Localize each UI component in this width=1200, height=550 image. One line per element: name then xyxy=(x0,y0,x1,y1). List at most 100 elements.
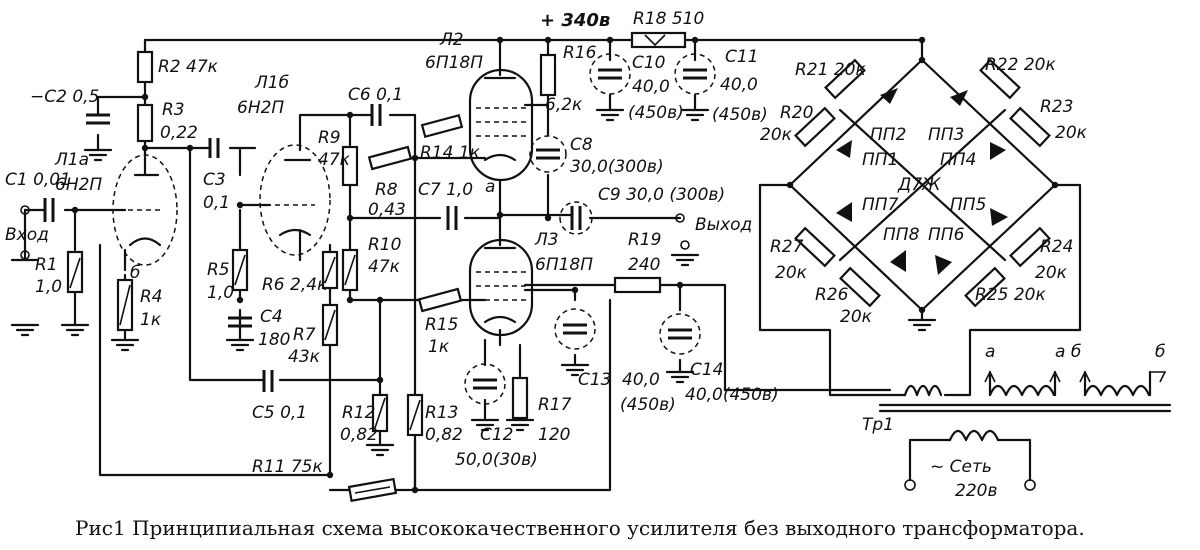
r16-resistor xyxy=(539,53,557,97)
winding-b: б xyxy=(1155,342,1165,362)
r16-value: 6,2к xyxy=(545,95,583,115)
r3-label: R3 xyxy=(162,100,185,120)
r2-label: R2 47к xyxy=(158,57,219,77)
r18-label: R18 510 xyxy=(633,9,704,29)
r17-value: 120 xyxy=(538,425,570,445)
r5-value: 1,0 xyxy=(207,283,234,303)
figure-caption: Рис1 Принципиальная схема высококачестве… xyxy=(75,516,1085,540)
supply-label: + 340в xyxy=(540,10,610,31)
r4-value: 1к xyxy=(140,310,162,330)
c14-label: C14 xyxy=(690,360,724,380)
r6-label: R6 2,4к xyxy=(262,275,328,295)
c14-full: 40,0(450в) xyxy=(685,385,779,405)
r19-resistor xyxy=(613,276,662,294)
r9-value: 47к xyxy=(318,150,351,170)
winding-a: а xyxy=(985,342,995,362)
r8-value: 0,43 xyxy=(368,200,406,220)
r13-value: 0,82 xyxy=(425,425,463,445)
r5-label: R5 xyxy=(207,260,230,280)
tube-l1a xyxy=(112,154,178,266)
r18-resistor xyxy=(630,31,687,49)
r11-label: R11 75к xyxy=(252,457,323,477)
output-label: Выход xyxy=(695,215,752,235)
l2-name: Л2 xyxy=(439,30,464,50)
mains-label: ~ Сеть xyxy=(930,457,992,477)
r7-value: 43к xyxy=(288,347,321,367)
c7-label: C7 1,0 xyxy=(418,180,473,200)
r2-resistor xyxy=(136,50,154,84)
pp6-label: ПП6 xyxy=(928,225,965,245)
c14-value: 40,0 xyxy=(622,370,660,390)
capacitors xyxy=(43,53,716,405)
bridge-rectifier xyxy=(788,58,1057,312)
r26-value: 20к xyxy=(840,307,873,327)
r19-value: 240 xyxy=(628,255,660,275)
r3-value: 0,22 xyxy=(160,123,198,143)
r9-label: R9 xyxy=(318,128,341,148)
c3-label: C3 xyxy=(203,170,226,190)
c4-value: 180 xyxy=(258,330,290,350)
r24-value: 20к xyxy=(1035,263,1068,283)
r13-label: R13 xyxy=(425,403,458,423)
r19-label: R19 xyxy=(628,230,661,250)
pin-a-l2: а xyxy=(485,177,495,197)
pp8-label: ПП8 xyxy=(883,225,920,245)
pp3-label: ПП3 xyxy=(928,125,964,145)
r12-label: R12 xyxy=(342,403,375,423)
r9-resistor xyxy=(341,145,359,187)
junction-dots xyxy=(71,36,1059,494)
tube-l2 xyxy=(468,68,534,182)
l1a-type: 6Н2П xyxy=(55,175,102,195)
c1-label: C1 0,01 xyxy=(5,170,71,190)
input-label: Вход xyxy=(5,225,49,245)
c8-label: C8 xyxy=(570,135,593,155)
c4-label: C4 xyxy=(260,307,283,327)
l1b-type: 6Н2П xyxy=(237,98,284,118)
r12-value: 0,82 xyxy=(340,425,378,445)
c12-value: 50,0(30в) xyxy=(455,450,538,470)
r8-label: R8 xyxy=(375,180,398,200)
r4-label: R4 xyxy=(140,287,163,307)
r3-resistor xyxy=(136,103,154,143)
pp7-label: ПП7 xyxy=(862,195,899,215)
c2-label: −C2 0,5 xyxy=(30,87,99,107)
l1a-name: Л1а xyxy=(54,150,89,170)
c5-label: C5 0,1 xyxy=(252,403,307,423)
tube-l1b xyxy=(259,144,331,256)
r16-label: R16 xyxy=(563,43,597,63)
l2-type: 6П18П xyxy=(425,53,483,73)
l3-type: 6П18П xyxy=(535,255,593,275)
tr1-label: Тр1 xyxy=(862,415,894,435)
r8-resistor xyxy=(367,145,413,171)
tube-l3 xyxy=(468,238,534,337)
r15-label: R15 xyxy=(425,315,458,335)
c6-label: C6 0,1 xyxy=(348,85,403,105)
l1b-name: Л1б xyxy=(254,73,289,93)
r26-label: R26 xyxy=(815,285,849,305)
r14-resistor xyxy=(420,113,464,139)
r14-label: R14 1к xyxy=(420,143,481,163)
r20-value: 20к xyxy=(760,125,793,145)
c9-label: C9 30,0 (300в) xyxy=(598,185,725,205)
r27-value: 20к xyxy=(775,263,808,283)
pp4-label: ПП4 xyxy=(940,150,976,170)
r1-value: 1,0 xyxy=(35,277,62,297)
r1-label: R1 xyxy=(35,255,58,275)
c10-value: 40,0 xyxy=(632,77,670,97)
c10-voltage: (450в) xyxy=(628,103,684,123)
r15-value: 1к xyxy=(428,337,450,357)
c10-label: C10 xyxy=(632,53,666,73)
winding-ab: а б xyxy=(1055,342,1081,362)
component-labels: + 340в R18 510 Л2 6П18П R16 6,2к C10 40,… xyxy=(5,9,1165,501)
r15-resistor xyxy=(417,287,463,313)
pp2-label: ПП2 xyxy=(870,125,906,145)
c12-label: C12 xyxy=(480,425,514,445)
mains-voltage: 220в xyxy=(955,481,997,501)
c3-value: 0,1 xyxy=(203,193,230,213)
r27-label: R27 xyxy=(770,237,804,257)
ground-symbols xyxy=(10,108,937,457)
r21-label: R21 20к xyxy=(795,60,866,80)
r10-value: 47к xyxy=(368,257,401,277)
c11-voltage: (450в) xyxy=(712,105,768,125)
c13-label: C13 xyxy=(578,370,612,390)
